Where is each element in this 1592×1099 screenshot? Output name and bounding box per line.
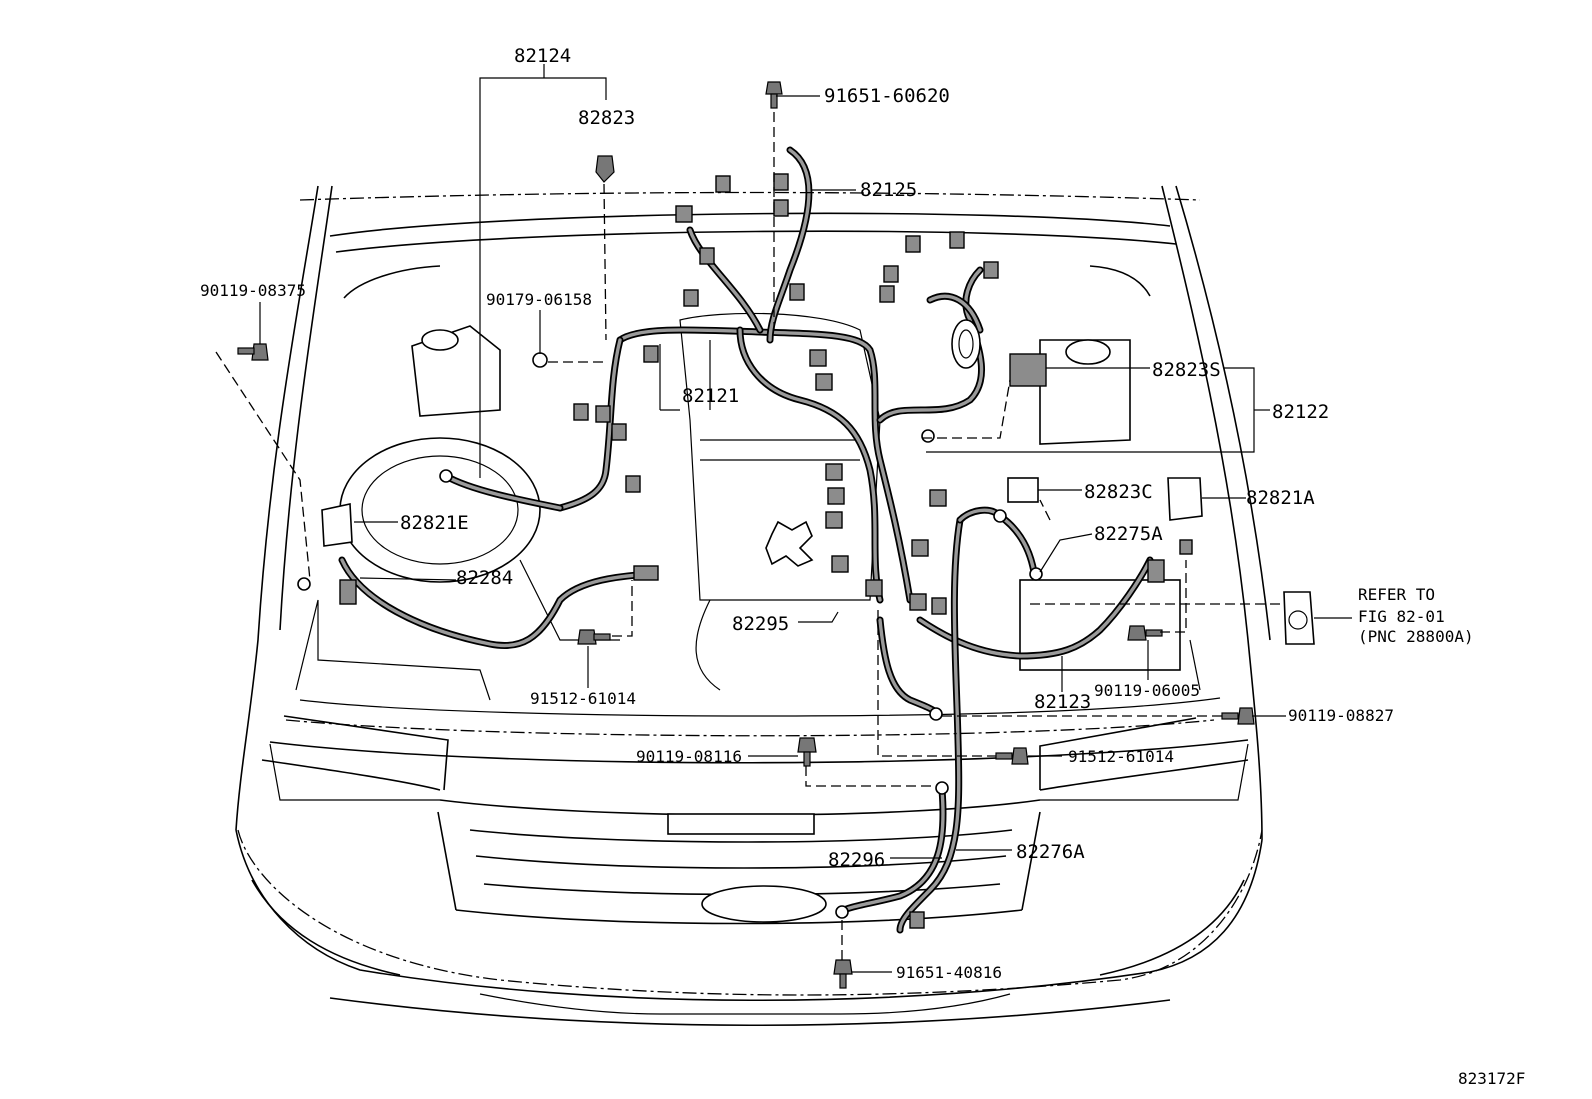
part-labels: 82124 82823 91651-60620 82125 90119-0837… — [200, 45, 1525, 1088]
label-82296: 82296 — [828, 849, 885, 871]
leader-lines — [259, 64, 1352, 973]
bolts — [237, 81, 1255, 989]
label-82122: 82122 — [1272, 401, 1329, 423]
label-90119-06005: 90119-06005 — [1094, 681, 1200, 700]
label-91512-61014-left: 91512-61014 — [530, 689, 636, 708]
wire-harnesses — [338, 146, 1154, 934]
label-82821E: 82821E — [400, 512, 469, 534]
refer-line-2: FIG 82-01 — [1358, 607, 1445, 626]
label-82124: 82124 — [514, 45, 571, 67]
label-90119-08116: 90119-08116 — [636, 747, 742, 766]
connectors — [297, 173, 1315, 929]
refer-line-1: REFER TO — [1358, 585, 1435, 604]
label-82123: 82123 — [1034, 691, 1091, 713]
label-82295: 82295 — [732, 613, 789, 635]
label-91651-40816: 91651-40816 — [896, 963, 1002, 982]
label-82275A: 82275A — [1094, 523, 1163, 545]
label-91651-60620: 91651-60620 — [824, 85, 950, 107]
label-90119-08827: 90119-08827 — [1288, 706, 1394, 725]
label-82823: 82823 — [578, 107, 635, 129]
engine-bay-components — [339, 312, 1181, 691]
label-82125: 82125 — [860, 179, 917, 201]
reference-lines — [215, 112, 1280, 996]
refer-line-3: (PNC 28800A) — [1358, 627, 1474, 646]
label-82121: 82121 — [682, 385, 739, 407]
label-91512-61014-right: 91512-61014 — [1068, 747, 1174, 766]
label-90119-08375: 90119-08375 — [200, 281, 306, 300]
label-82821A: 82821A — [1246, 487, 1315, 509]
figure-code: 823172F — [1458, 1069, 1525, 1088]
label-82276A: 82276A — [1016, 841, 1085, 863]
label-82284: 82284 — [456, 567, 513, 589]
label-90179-06158: 90179-06158 — [486, 290, 592, 309]
label-82823C: 82823C — [1084, 481, 1153, 503]
label-82823S: 82823S — [1152, 359, 1221, 381]
